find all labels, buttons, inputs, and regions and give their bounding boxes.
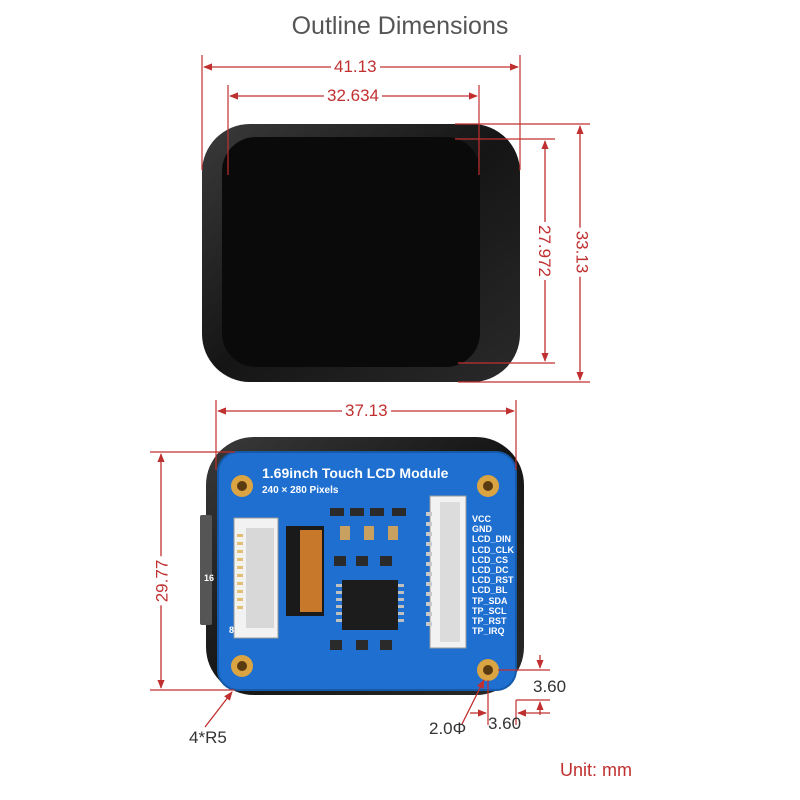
pin-label: LCD_CLK bbox=[472, 544, 514, 555]
front-extension-lines bbox=[201, 55, 590, 383]
pin-label: TP_IRQ bbox=[472, 626, 505, 637]
unit-label: Unit: mm bbox=[560, 760, 632, 780]
radius-leader bbox=[204, 691, 233, 728]
hole-diameter-label: 2.0Φ bbox=[429, 719, 467, 738]
pin-label: LCD_DIN bbox=[472, 534, 512, 545]
pin-label: LCD_RST bbox=[472, 575, 514, 586]
pcb-subtitle: 240 × 280 Pixels bbox=[262, 485, 339, 496]
hole-offset-y-label: 3.60 bbox=[533, 677, 567, 696]
outer-height-label: 33.13 bbox=[572, 227, 591, 277]
back-module bbox=[200, 437, 524, 695]
display-screen bbox=[222, 137, 480, 367]
inner-height-label: 27.972 bbox=[535, 222, 554, 280]
diagram-title: Outline Dimensions bbox=[291, 12, 509, 40]
ribbon-cable bbox=[300, 530, 322, 612]
outer-width-label: 41.13 bbox=[331, 58, 380, 76]
front-display bbox=[202, 124, 520, 382]
hole-diameter-leader bbox=[461, 679, 485, 725]
pin-label: TP_SCL bbox=[472, 605, 507, 616]
pcb-width-label: 37.13 bbox=[342, 402, 391, 420]
pcb-height-label: 29.77 bbox=[152, 556, 172, 606]
fpc-pin-bottom-label: 8 bbox=[229, 625, 235, 635]
pin-labels: VCC GND LCD_DIN LCD_CLK LCD_CS LCD_DC LC… bbox=[472, 514, 514, 636]
corner-radius-label: 4*R5 bbox=[186, 729, 230, 747]
fpc-connector bbox=[233, 517, 279, 639]
inner-width-label: 32.634 bbox=[324, 87, 382, 105]
main-ic bbox=[336, 580, 404, 630]
pin-header bbox=[426, 495, 467, 649]
pin-label: GND bbox=[472, 524, 492, 535]
pin-label: VCC bbox=[472, 514, 492, 524]
pin-label: LCD_CS bbox=[472, 554, 509, 565]
back-extension-lines bbox=[150, 400, 550, 725]
hole-offset-x-label: 3.60 bbox=[488, 714, 522, 733]
pin-label: LCD_BL bbox=[472, 585, 508, 596]
ic-chip bbox=[342, 580, 398, 630]
pcb-title: 1.69inch Touch LCD Module bbox=[262, 465, 449, 481]
smd-components bbox=[330, 508, 406, 650]
case-side bbox=[200, 515, 212, 625]
pin-label: TP_SDA bbox=[472, 595, 508, 606]
mounting-holes bbox=[231, 475, 499, 681]
fpc-pin-top-label: 16 bbox=[204, 573, 215, 583]
pin-label: LCD_DC bbox=[472, 565, 509, 576]
pin-label: TP_RST bbox=[472, 616, 507, 627]
